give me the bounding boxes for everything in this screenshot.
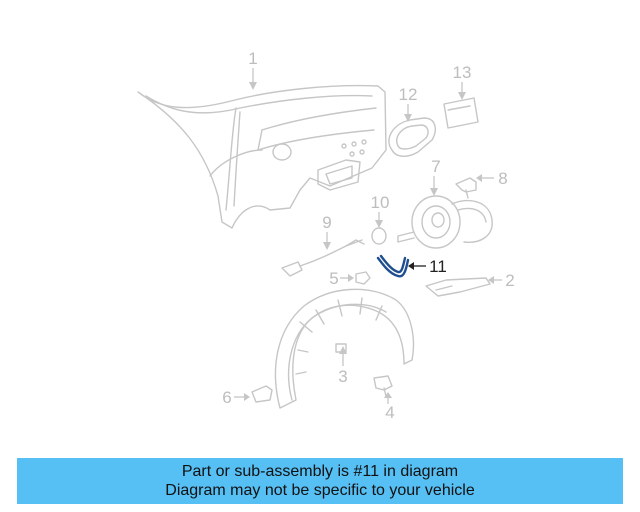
callout-11-label: 11 [429, 257, 447, 276]
callout-6: 6 [222, 388, 250, 407]
callout-10: 10 [371, 193, 390, 228]
callout-9: 9 [322, 213, 332, 250]
callout-8-label: 8 [498, 169, 507, 188]
callout-7: 7 [430, 157, 441, 196]
callout-7-label: 7 [431, 157, 440, 176]
callout-12: 12 [399, 85, 418, 122]
part-10-grommet [371, 227, 387, 245]
callout-4-label: 4 [385, 403, 394, 422]
part-9-release-cable [281, 239, 365, 277]
callout-6-label: 6 [222, 388, 231, 407]
parts-diagram: 1 12 13 7 8 [137, 49, 515, 422]
part-5-clip [355, 271, 371, 285]
part-1-quarter-panel [137, 84, 387, 229]
part-8-hinge [455, 177, 477, 199]
part-6-bracket [251, 385, 273, 403]
callout-2: 2 [488, 271, 515, 290]
part-4-push-pin [373, 375, 393, 397]
callout-4: 4 [384, 392, 395, 422]
info-banner: Part or sub-assembly is #11 in diagram D… [17, 458, 623, 504]
banner-line-part-number: Part or sub-assembly is #11 in diagram [181, 463, 459, 480]
banner-line-disclaimer: Diagram may not be specific to your vehi… [165, 482, 475, 499]
callout-3-label: 3 [338, 367, 347, 386]
part-13-pad [443, 97, 479, 129]
part-7-fuel-door [397, 195, 493, 249]
callout-8: 8 [476, 169, 508, 188]
callout-11: 11 [408, 257, 447, 276]
callout-10-label: 10 [371, 193, 390, 212]
callout-5: 5 [329, 269, 354, 288]
callout-3: 3 [338, 346, 348, 386]
callout-1: 1 [248, 49, 258, 90]
part-3-liner [274, 288, 415, 409]
callout-12-label: 12 [399, 85, 418, 104]
callout-2-label: 2 [505, 271, 514, 290]
callout-5-label: 5 [329, 269, 338, 288]
callout-1-label: 1 [248, 49, 257, 68]
part-11-drain-hose [376, 254, 410, 278]
callout-13: 13 [453, 63, 472, 100]
part-12-gasket [388, 117, 436, 157]
callout-13-label: 13 [453, 63, 472, 82]
callout-9-label: 9 [322, 213, 331, 232]
part-2-bracket [425, 277, 491, 297]
